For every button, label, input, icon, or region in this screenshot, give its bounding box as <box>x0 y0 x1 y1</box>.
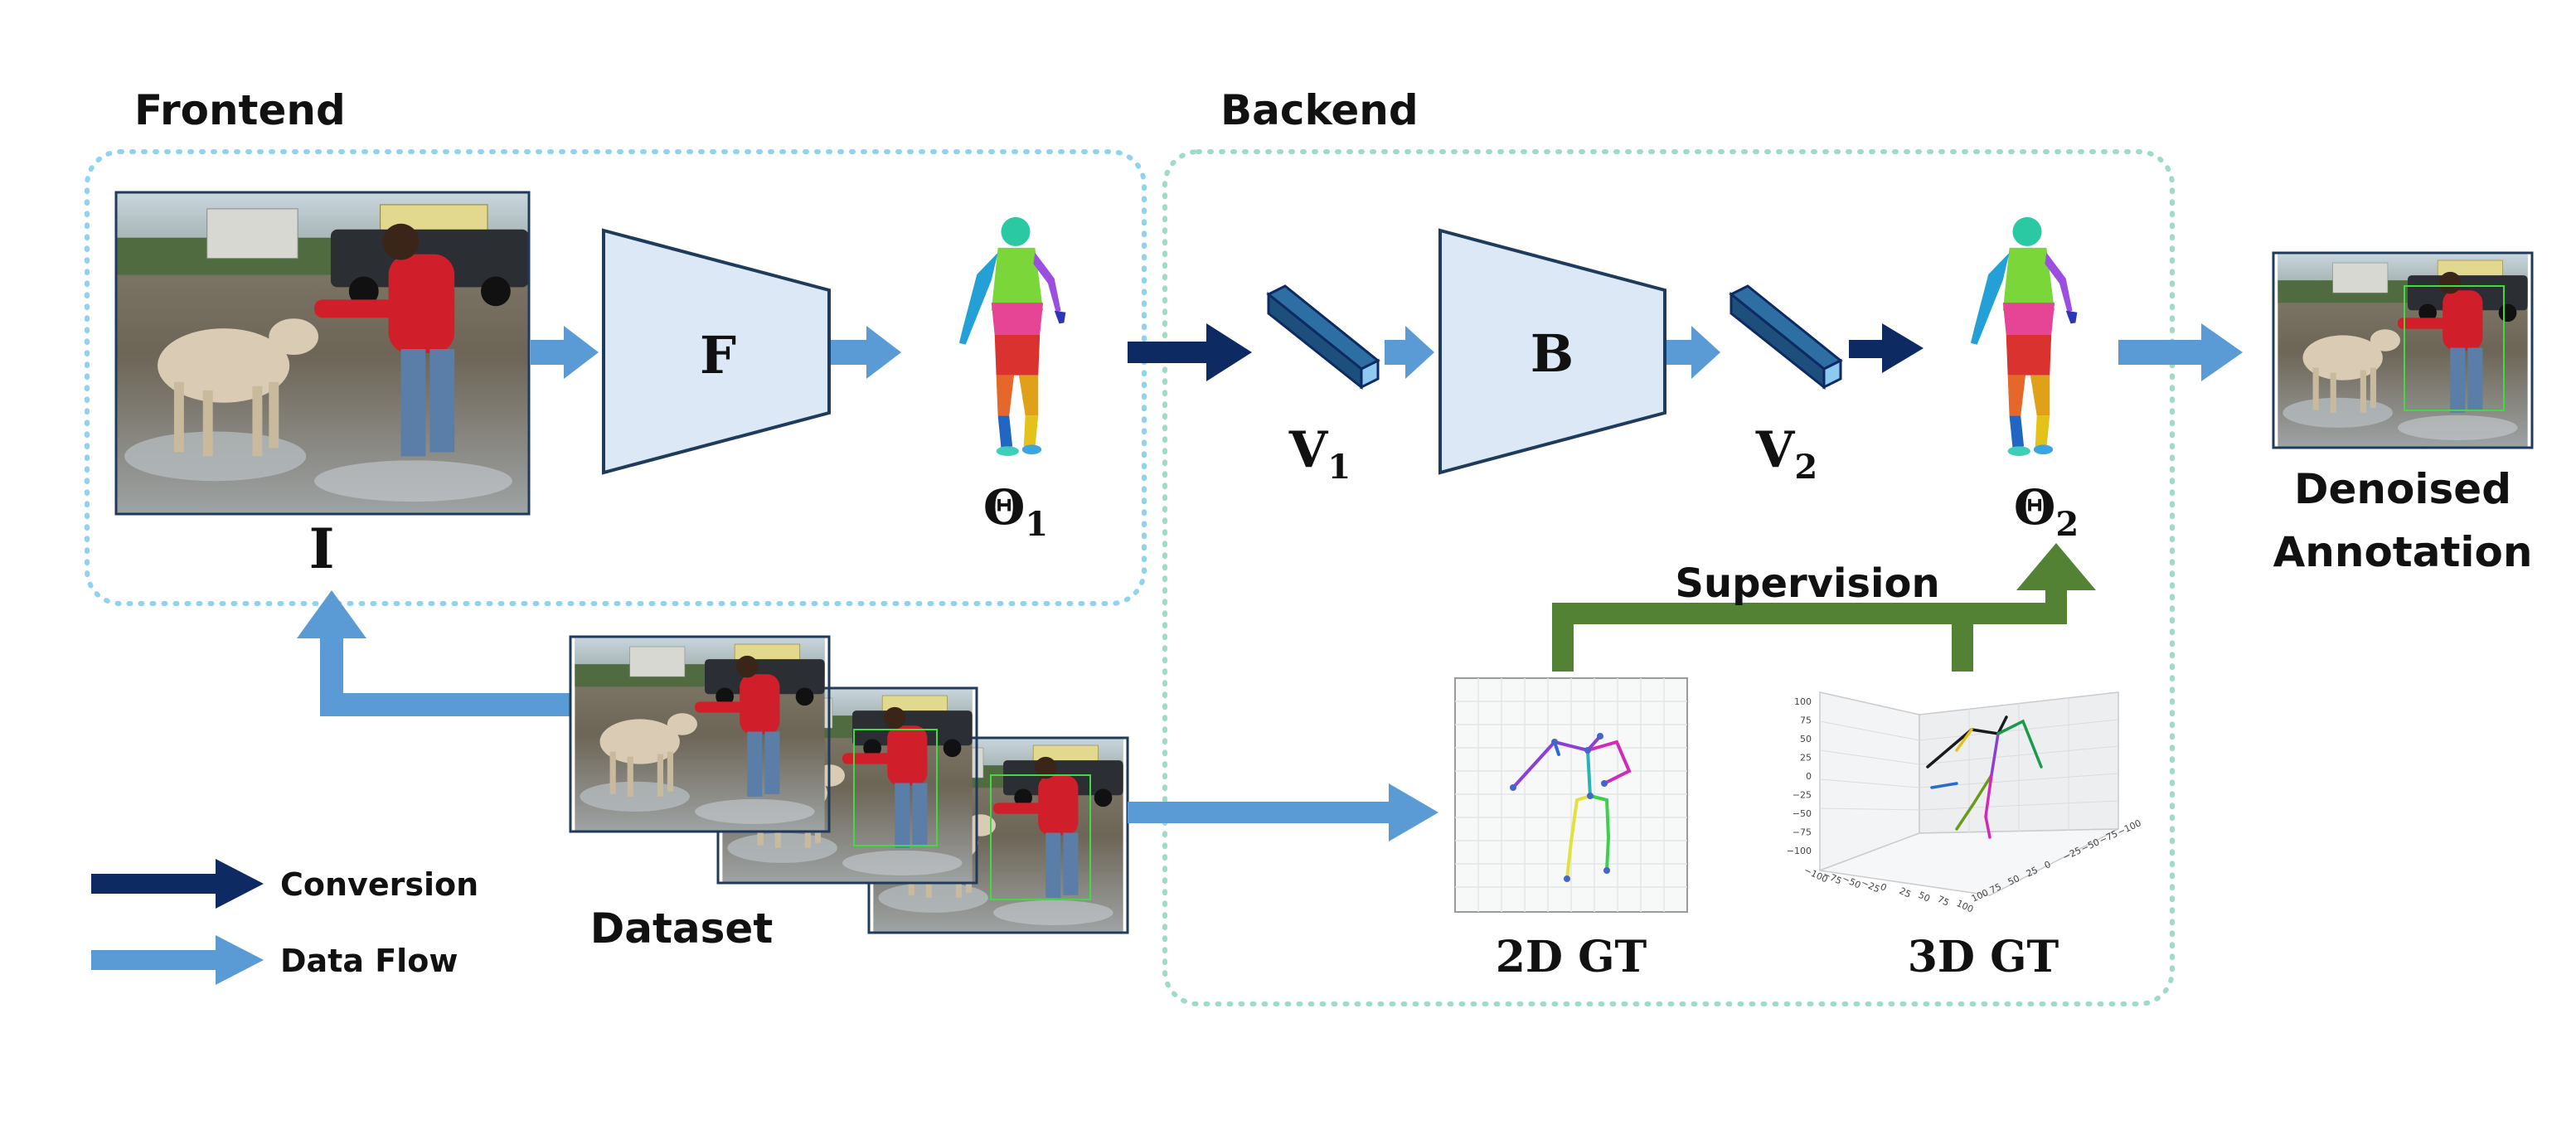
plot3d-z-tick: 50 <box>1800 734 1812 744</box>
plot3d-z-tick: −100 <box>1787 846 1812 856</box>
plot3d-x-tick: 50 <box>1917 890 1932 904</box>
v1-label: V1 <box>1288 421 1351 487</box>
frontend-region <box>85 149 1147 606</box>
supervision-connector <box>1552 580 2067 672</box>
plot3d-y-tick: 0 <box>2043 859 2053 871</box>
dataset-image-1 <box>569 635 831 833</box>
dataflow-arrow-theta2-to-output <box>2118 323 2243 381</box>
input-image-label: I <box>309 516 335 581</box>
dataflow-arrow-backend-to-v2 <box>1666 326 1720 379</box>
dataflow-arrowhead-to-image <box>297 590 366 638</box>
legend-dataflow-arrow <box>91 935 264 985</box>
plot3d-z-tick: 25 <box>1800 753 1812 764</box>
frontend-network <box>602 228 831 475</box>
plot3d-y-tick: 75 <box>1988 881 2003 896</box>
conversion-arrow-theta1-to-v1 <box>1128 323 1252 381</box>
vector-v1 <box>1266 284 1380 390</box>
legend: Conversion Data Flow <box>91 859 478 985</box>
backend-network-label: B <box>1531 323 1574 384</box>
plot3d-x-tick: 25 <box>1898 885 1913 900</box>
body-mesh-theta1 <box>958 216 1066 456</box>
body-mesh-theta2 <box>1970 216 2078 456</box>
plot3d-z-tick: 100 <box>1794 696 1812 707</box>
plot3d-y-tick: −100 <box>2116 817 2143 838</box>
vector-v2 <box>1729 284 1843 390</box>
gt2d-label: 2D GT <box>1496 932 1647 982</box>
dataset-label: Dataset <box>590 904 773 953</box>
dataflow-arrow-image-to-frontend <box>531 326 599 379</box>
conversion-arrow-v2-to-theta2 <box>1849 323 1924 373</box>
plot3d-z-tick: −50 <box>1793 808 1812 819</box>
supervision-arrowhead <box>2016 543 2096 590</box>
plot3d-z-tick: 75 <box>1800 715 1812 726</box>
plot3d-y-tick: 50 <box>2006 873 2021 888</box>
output-image <box>2272 251 2534 449</box>
theta2-label: Θ2 <box>2014 479 2079 544</box>
plot3d-y-tick: 25 <box>2025 865 2040 880</box>
output-label-line2: Annotation <box>2273 528 2533 576</box>
backend-region <box>1162 149 2175 1006</box>
plot3d-z-tick: −75 <box>1793 827 1812 838</box>
plot-2d-gt <box>1454 677 1688 913</box>
legend-dataflow-label: Data Flow <box>280 943 458 979</box>
dataflow-arrow-dataset-to-2dgt <box>1128 783 1438 841</box>
dataset-stack <box>569 635 1129 934</box>
plot3d-x-tick: 0 <box>1879 881 1889 894</box>
plot3d-x-tick: 75 <box>1936 894 1951 909</box>
frontend-label: Frontend <box>134 86 346 134</box>
gt3d-label: 3D GT <box>1908 932 2059 982</box>
plot3d-z-tick: −25 <box>1793 790 1812 801</box>
theta1-label: Θ1 <box>983 479 1048 544</box>
legend-conversion-arrow <box>91 859 264 909</box>
frontend-network-label: F <box>700 325 736 386</box>
supervision-label: Supervision <box>1675 560 1939 607</box>
dataflow-arrow-frontend-to-theta1 <box>831 326 901 379</box>
dataflow-arrow-dataset-to-image <box>320 634 570 716</box>
plot3d-z-tick: 0 <box>1806 771 1812 782</box>
input-image <box>114 191 531 516</box>
plot3d-x-tick: −25 <box>1860 877 1882 895</box>
v2-label: V2 <box>1755 421 1817 487</box>
dataflow-arrow-v1-to-backend <box>1385 326 1434 379</box>
backend-label: Backend <box>1220 86 1419 134</box>
backend-network <box>1438 228 1666 475</box>
output-label-line1: Denoised <box>2294 465 2511 513</box>
legend-conversion-label: Conversion <box>280 866 478 903</box>
